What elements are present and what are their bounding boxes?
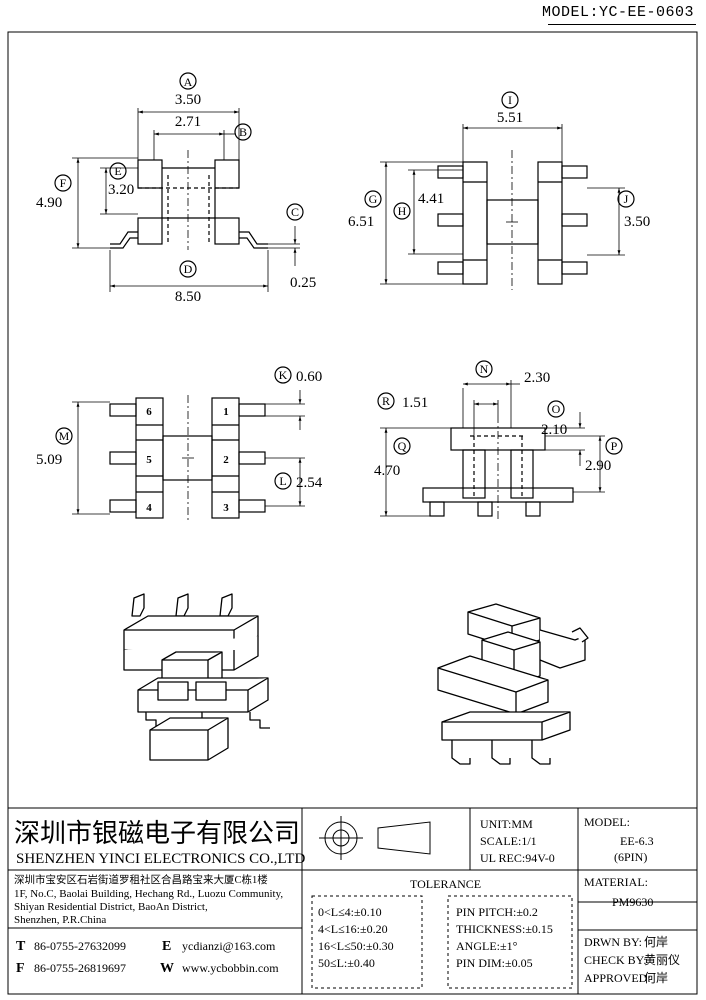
dim-L: 2.54 [296, 475, 323, 491]
tel-number: 86-0755-27632099 [34, 939, 126, 953]
title-block-text: 深圳市银磁电子有限公司 SHENZHEN YINCI ELECTRONICS C… [14, 815, 680, 985]
address-en-1: 1F, No.C, Baolai Building, Hechang Rd., … [14, 888, 283, 900]
bottom-view-labels: 6 1 5 2 4 3 K 0.60 L 2.54 M 5.09 [36, 368, 323, 514]
dim-H: 4.41 [418, 191, 444, 207]
angle: ANGLE:±1° [456, 939, 518, 953]
material-label: MATERIAL: [584, 875, 648, 889]
isometric-view-right [437, 603, 589, 765]
front-view-labels: A 3.50 2.71 B C 0.25 D 8.50 E 3.20 F 4.9… [36, 75, 316, 305]
dim-letter-O: O [552, 402, 561, 416]
scale-label: SCALE:1/1 [480, 834, 537, 848]
side-view-labels: I 5.51 G 6.51 H 4.41 J 3.50 [348, 93, 650, 230]
dim-J: 3.50 [624, 214, 650, 230]
isometric-view-left [123, 593, 270, 761]
pin-6-label: 6 [146, 406, 152, 418]
dim-letter-E: E [114, 164, 121, 178]
pin-2-label: 2 [223, 454, 229, 466]
dim-letter-A: A [184, 75, 193, 89]
side-view [364, 91, 635, 290]
check-by-label: CHECK BY: [584, 953, 647, 967]
pin-1-label: 1 [223, 406, 229, 418]
dim-K: 0.60 [296, 369, 322, 385]
approved-label: APPROVED: [584, 971, 651, 985]
dim-letter-G: G [369, 192, 378, 206]
bottom-view [55, 366, 305, 522]
pin-3-label: 3 [223, 502, 229, 514]
drawn-by-label: DRWN BY: [584, 935, 642, 949]
model-pins: (6PIN) [614, 850, 647, 864]
pin-5-label: 5 [146, 454, 152, 466]
tolerance-row-4: 50≤L:±0.40 [318, 956, 375, 970]
dim-P: 2.90 [585, 458, 611, 474]
email-address: ycdianzi@163.com [182, 939, 276, 953]
dim-M: 5.09 [36, 452, 62, 468]
check-by: 黄丽仪 [644, 953, 680, 967]
pin-pitch: PIN PITCH:±0.2 [456, 905, 538, 919]
dim-letter-H: H [398, 204, 407, 218]
dim-A: 3.50 [175, 92, 201, 108]
website: www.ycbobbin.com [182, 961, 279, 975]
web-icon: W [160, 961, 174, 976]
tolerance-row-1: 0<L≤4:±0.10 [318, 905, 382, 919]
title-block-frame [8, 807, 697, 994]
dim-letter-F: F [60, 176, 67, 190]
dim-letter-P: P [611, 439, 618, 453]
thickness: THICKNESS:±0.15 [456, 922, 553, 936]
approved-by: 何岸 [644, 971, 668, 985]
dim-letter-K: K [279, 368, 288, 382]
dim-letter-R: R [382, 394, 390, 408]
dim-letter-M: M [59, 429, 70, 443]
fax-icon: F [16, 961, 25, 976]
dim-letter-I: I [508, 93, 512, 107]
dim-O: 2.10 [541, 422, 567, 438]
dim-letter-L: L [279, 474, 286, 488]
company-name-en: SHENZHEN YINCI ELECTRONICS CO.,LTD [16, 851, 305, 867]
dim-C: 0.25 [290, 275, 316, 291]
dim-B: 2.71 [175, 114, 201, 130]
material-value: PM9630 [612, 895, 653, 909]
dim-letter-D: D [184, 262, 193, 276]
model-label: MODEL: [584, 815, 630, 829]
unit-label: UNIT:MM [480, 817, 533, 831]
ul-rec-label: UL REC:94V-0 [480, 851, 555, 865]
header-rule [548, 24, 696, 25]
dim-letter-N: N [480, 362, 489, 376]
dim-I: 5.51 [497, 110, 523, 126]
dim-F: 4.90 [36, 195, 62, 211]
dim-Q: 4.70 [374, 463, 400, 479]
dim-R: 1.51 [402, 395, 428, 411]
dim-E: 3.20 [108, 182, 134, 198]
address-cn: 深圳市宝安区石岩街道罗租社区合昌路宝来大厦C栋1楼 [14, 873, 268, 886]
model-value: EE-6.3 [620, 834, 654, 848]
tolerance-row-3: 16<L≤50:±0.30 [318, 939, 394, 953]
dim-letter-Q: Q [398, 439, 407, 453]
dim-letter-C: C [291, 205, 299, 219]
end-view [377, 360, 623, 520]
front-view [54, 72, 304, 292]
dim-D: 8.50 [175, 289, 201, 305]
tolerance-row-2: 4<L≤16:±0.20 [318, 922, 388, 936]
dim-G: 6.51 [348, 214, 374, 230]
tel-icon: T [16, 939, 26, 954]
dim-letter-B: B [239, 125, 247, 139]
page-border [7, 31, 698, 995]
dim-N: 2.30 [524, 370, 550, 386]
company-name-cn: 深圳市银磁电子有限公司 [14, 819, 300, 848]
address-en-2: Shiyan Residential District, BaoAn Distr… [14, 901, 208, 913]
dim-letter-J: J [624, 192, 629, 206]
fax-number: 86-0755-26819697 [34, 961, 126, 975]
end-view-labels: N 2.30 R 1.51 O 2.10 Q 4.70 P 2.90 [374, 362, 618, 479]
email-icon: E [162, 939, 171, 954]
pin-4-label: 4 [146, 502, 152, 514]
pin-dim: PIN DIM:±0.05 [456, 956, 533, 970]
tolerance-title: TOLERANCE [410, 877, 481, 891]
drawn-by: 何岸 [644, 935, 668, 949]
address-en-3: Shenzhen, P.R.China [14, 914, 106, 926]
model-header: MODEL:YC-EE-0603 [541, 4, 694, 21]
